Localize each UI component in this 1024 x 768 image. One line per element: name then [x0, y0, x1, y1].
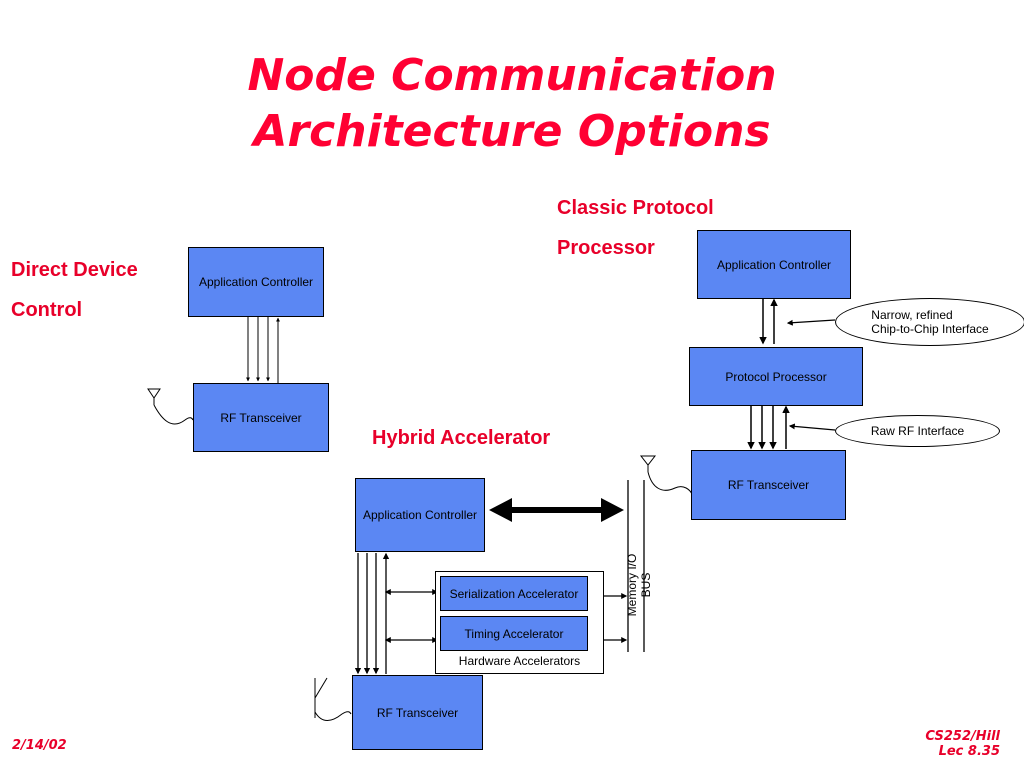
hybrid-accelerator-label: Hybrid Accelerator — [372, 427, 551, 449]
memory-io-bus — [627, 480, 645, 652]
classic-protocol-label-line-2: Processor — [557, 237, 655, 259]
direct-device-label: Direct Device Control — [11, 250, 138, 330]
classic-protocol-links — [747, 298, 836, 450]
direct-device-label-line-2: Control — [11, 299, 83, 321]
footer-date: 2/14/02 — [12, 738, 67, 753]
hybrid-bus-arrow — [489, 498, 624, 522]
hybrid-controller-rf-links — [354, 552, 390, 675]
callout-chip-interface: Narrow, refined Chip-to-Chip Interface — [835, 298, 1024, 346]
footer-course: CS252/Hill Lec 8.35 — [880, 729, 1000, 759]
footer-course-line: CS252/Hill — [925, 729, 1000, 744]
bus-label-line-1: Memory I/O — [625, 553, 639, 617]
classic-protocol-label: Classic Protocol Processor — [557, 188, 714, 268]
title-line-1: Node Communication — [247, 50, 777, 101]
timing-accelerator: Timing Accelerator — [440, 616, 588, 651]
direct-rf-transceiver: RF Transceiver — [193, 383, 329, 452]
classic-protocol-processor: Protocol Processor — [689, 347, 863, 406]
classic-protocol-label-line-1: Classic Protocol — [557, 197, 714, 219]
classic-protocol-antenna — [639, 455, 693, 495]
classic-app-controller: Application Controller — [697, 230, 851, 299]
serialization-accelerator: Serialization Accelerator — [440, 576, 588, 611]
hybrid-antenna — [314, 677, 352, 721]
hybrid-rf-transceiver: RF Transceiver — [352, 675, 483, 750]
direct-app-controller: Application Controller — [188, 247, 324, 317]
memory-io-bus-label: Memory I/O BUS — [625, 540, 665, 630]
direct-device-links — [246, 316, 280, 383]
callout-chip-interface-line-2: Chip-to-Chip Interface — [871, 322, 989, 336]
hardware-accelerators-label: Hardware Accelerators — [458, 654, 581, 668]
hybrid-app-controller: Application Controller — [355, 478, 485, 552]
direct-device-antenna — [147, 388, 194, 425]
classic-rf-transceiver: RF Transceiver — [691, 450, 846, 520]
direct-device-label-line-1: Direct Device — [11, 259, 138, 281]
title-line-2: Architecture Options — [253, 106, 771, 157]
callout-chip-interface-line-1: Narrow, refined — [871, 308, 953, 322]
footer-lecture-line: Lec 8.35 — [938, 744, 1000, 759]
bus-label-line-2: BUS — [639, 572, 653, 598]
callout-raw-rf: Raw RF Interface — [835, 415, 1000, 447]
slide-title: Node Communication Architecture Options — [0, 48, 1024, 160]
